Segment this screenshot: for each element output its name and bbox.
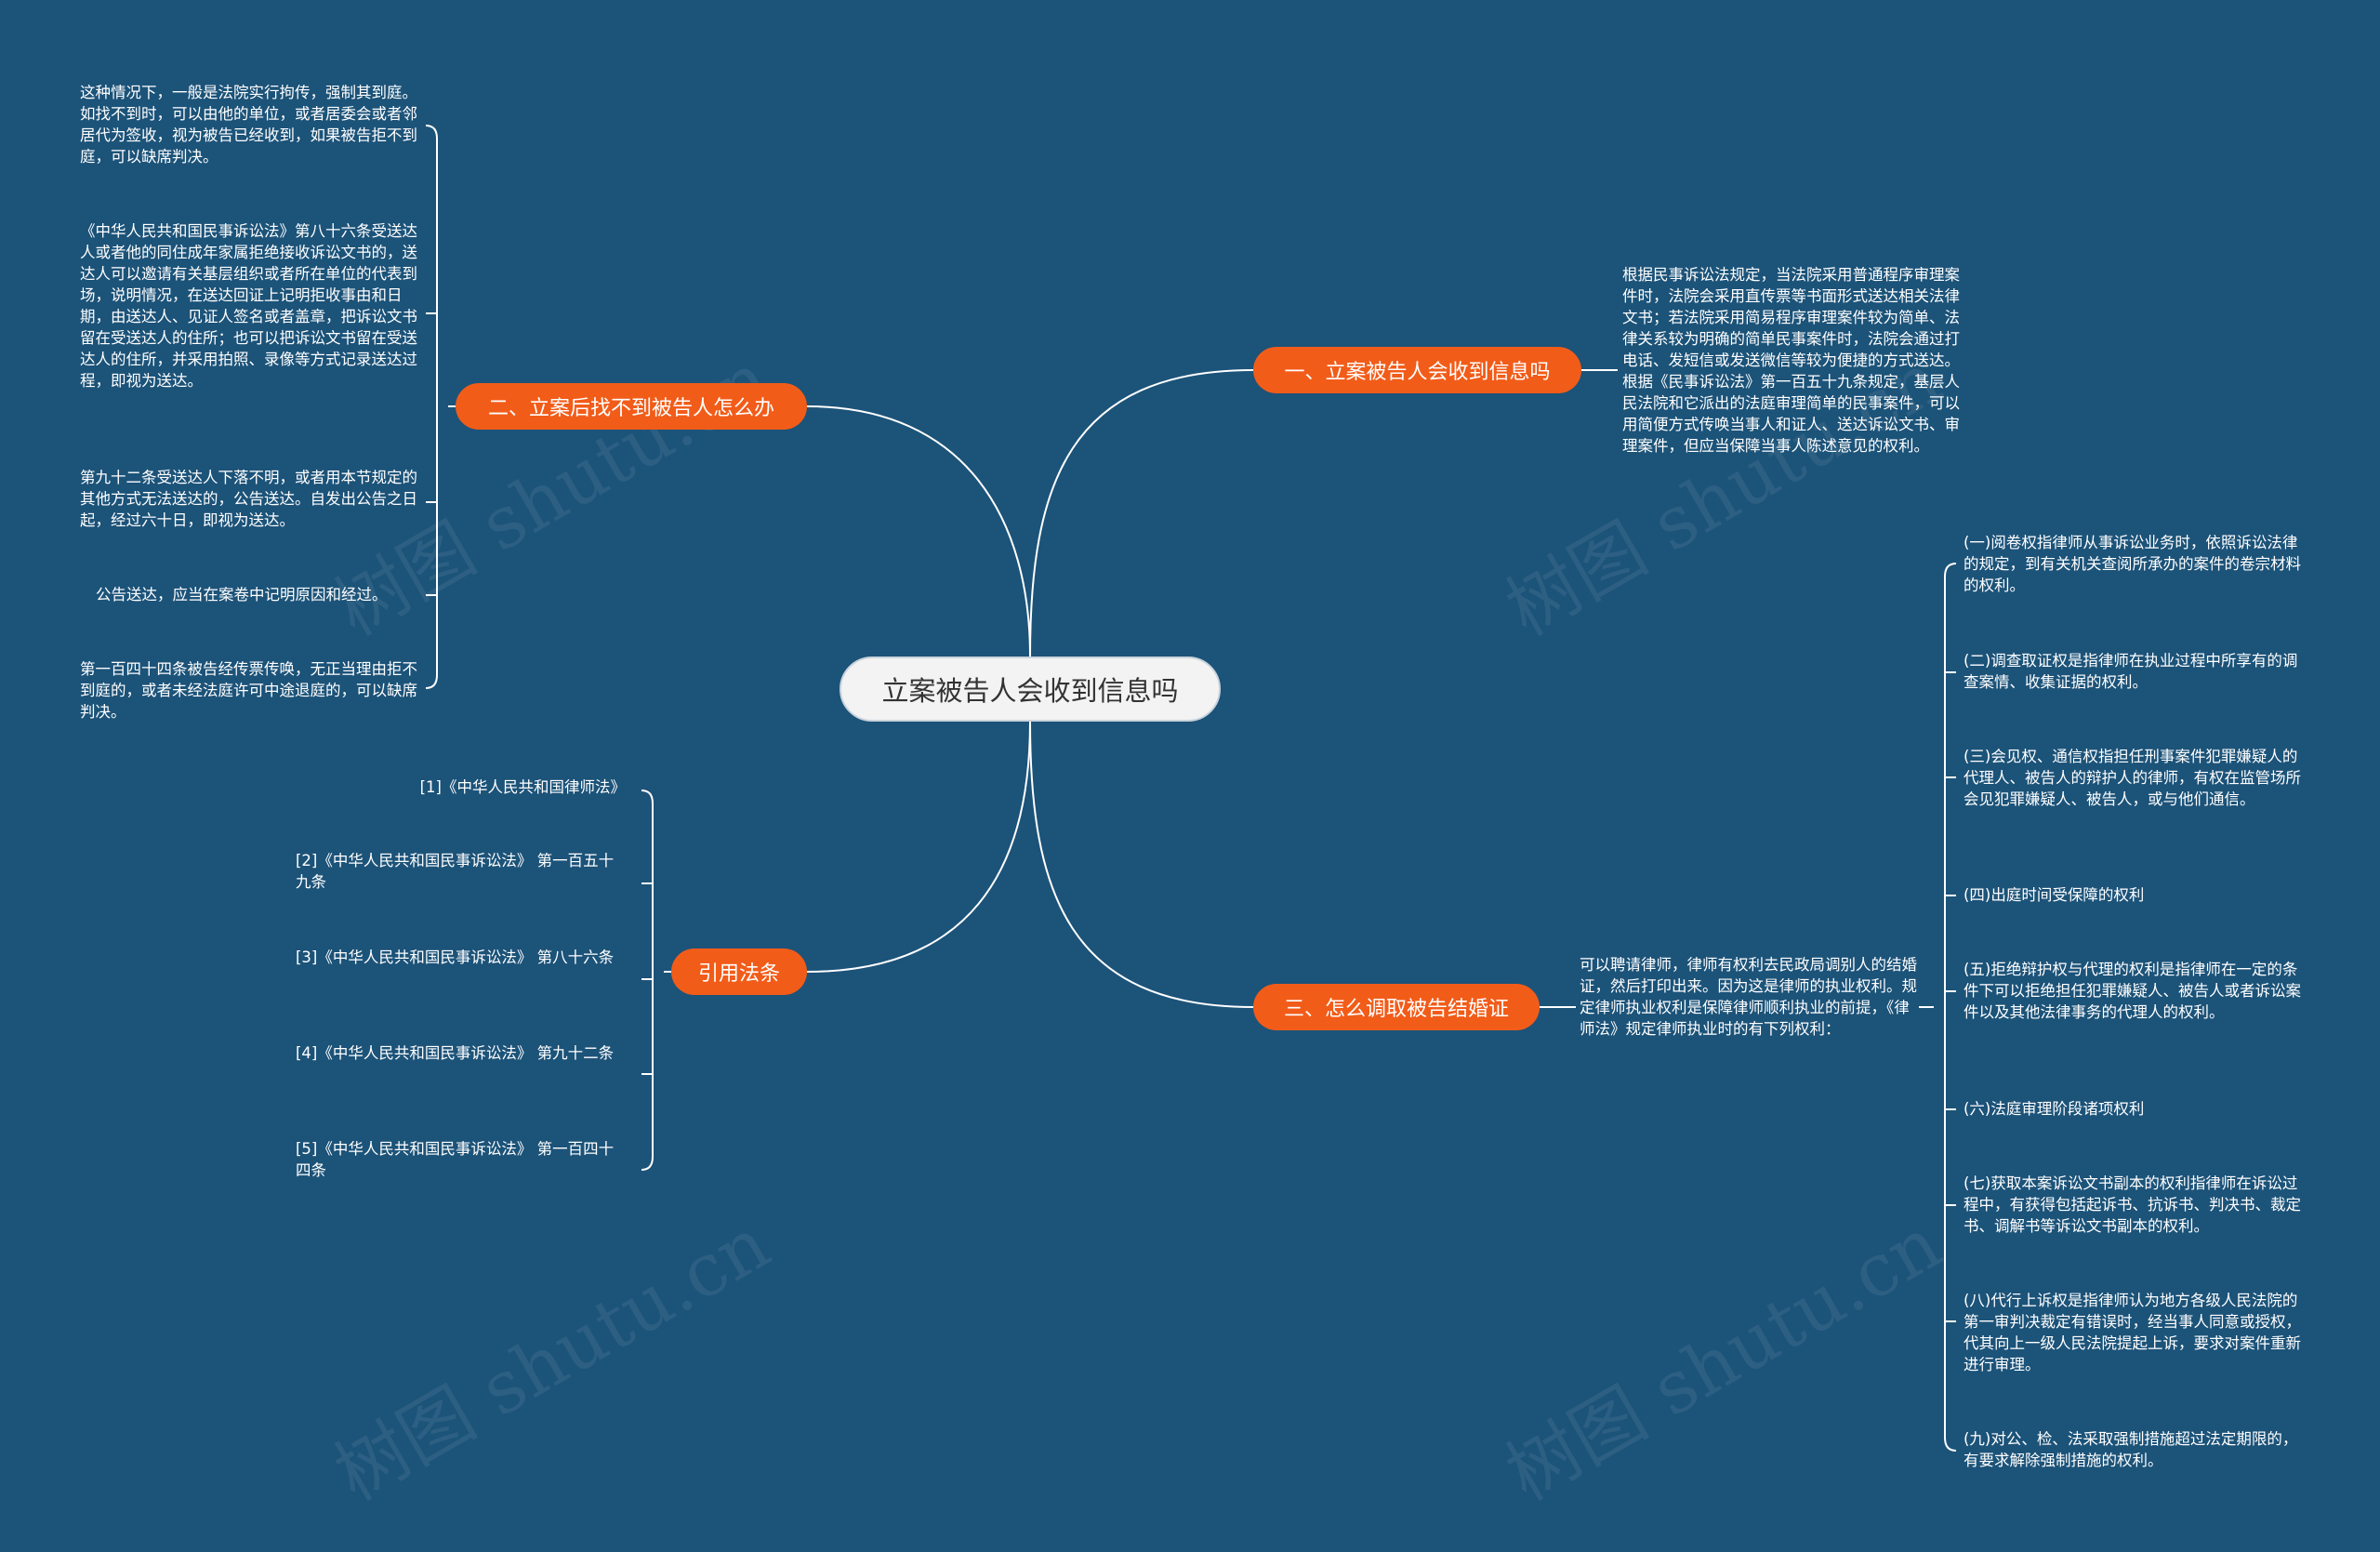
lawyer-right-item: (八)代行上诉权是指律师认为地方各级人民法院的第一审判决裁定有错误时，经当事人同…	[1964, 1292, 2301, 1373]
received-info-text: 根据民事诉讼法规定，当法院采用普通程序审理案件时，法院会采用直传票等书面形式送达…	[1622, 266, 1960, 455]
cannot-find-item: 第一百四十四条被告经传票传唤，无正当理由拒不到庭的，或者未经法庭许可中途退庭的，…	[80, 660, 417, 721]
cannot-find-item: 《中华人民共和国民事诉讼法》第八十六条受送达人或者他的同住成年家属拒绝接收诉讼文…	[80, 222, 417, 390]
lawyer-right-item: (四)出庭时间受保障的权利	[1964, 886, 2145, 904]
connector-b2-bracket	[425, 125, 438, 689]
branch-cited-laws[interactable]: 引用法条	[671, 948, 807, 995]
lawyer-right-item: (五)拒绝辩护权与代理的权利是指律师在一定的条件下可以拒绝担任犯罪嫌疑人、被告人…	[1964, 961, 2301, 1021]
branch-received-info[interactable]: 一、立案被告人会收到信息吗	[1253, 347, 1581, 393]
cited-law-item: [4]《中华人民共和国民事诉讼法》 第九十二条	[296, 1044, 615, 1062]
marriage-cert-text: 可以聘请律师，律师有权利去民政局调别人的结婚证，然后打印出来。因为这是律师的执业…	[1580, 956, 1917, 1038]
branch-obtain-marriage-cert[interactable]: 三、怎么调取被告结婚证	[1253, 984, 1540, 1030]
cannot-find-item: 第九十二条受送达人下落不明，或者用本节规定的其他方式无法送达的，公告送达。自发出…	[80, 469, 417, 529]
cannot-find-item: 公告送达，应当在案卷中记明原因和经过。	[96, 586, 388, 604]
branch-cannot-find-defendant[interactable]: 二、立案后找不到被告人怎么办	[456, 383, 807, 430]
lawyer-right-item: (六)法庭审理阶段诸项权利	[1964, 1100, 2145, 1118]
connector-root-b2	[806, 405, 1031, 657]
connector-root-b4	[806, 721, 1031, 973]
connector-root-b3	[1029, 721, 1254, 1008]
lawyer-right-item: (九)对公、检、法采取强制措施超过法定期限的，有要求解除强制措施的权利。	[1964, 1430, 2298, 1469]
root-topic[interactable]: 立案被告人会收到信息吗	[840, 657, 1221, 722]
lawyer-right-item: (七)获取本案诉讼文书副本的权利指律师在诉讼过程中，有获得包括起诉书、抗诉书、判…	[1964, 1174, 2301, 1235]
lawyer-right-item: (三)会见权、通信权指担任刑事案件犯罪嫌疑人的代理人、被告人的辩护人的律师，有权…	[1964, 748, 2301, 808]
connector-b3-bracket	[1944, 563, 1957, 1452]
cannot-find-item: 这种情况下，一般是法院实行拘传，强制其到庭。如找不到时，可以由他的单位，或者居委…	[80, 84, 417, 166]
lawyer-right-item: (一)阅卷权指律师从事诉讼业务时，依照诉讼法律的规定，到有关机关查阅所承办的案件…	[1964, 534, 2301, 594]
cited-law-item: [1]《中华人民共和国律师法》	[419, 778, 626, 796]
lawyer-right-item: (二)调查取证权是指律师在执业过程中所享有的调查案情、收集证据的权利。	[1964, 652, 2298, 691]
cited-law-item: [2]《中华人民共和国民事诉讼法》 第一百五十九条	[296, 852, 615, 891]
connector-root-b1	[1029, 369, 1254, 657]
cited-law-item: [5]《中华人民共和国民事诉讼法》 第一百四十四条	[296, 1140, 615, 1179]
cited-law-item: [3]《中华人民共和国民事诉讼法》 第八十六条	[296, 948, 615, 966]
